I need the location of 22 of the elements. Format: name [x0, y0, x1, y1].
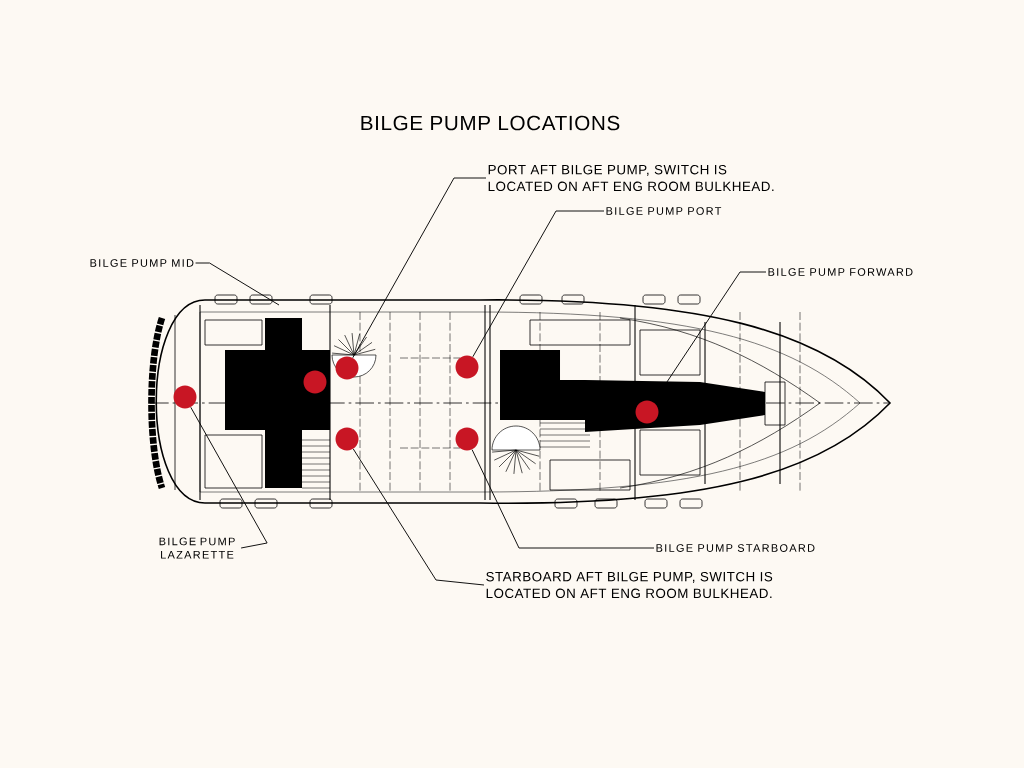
pump-marker: [455, 427, 479, 451]
title: BILGE PUMP LOCATIONS: [361, 115, 620, 131]
callout-label: BILGE PUMP STARBOARD: [656, 544, 815, 552]
callout-label: BILGE PUMP LAZARETTE: [159, 537, 235, 559]
pump-marker: [335, 427, 359, 451]
leader-line: [190, 406, 268, 549]
callout-label: STARBOARD AFT BILGE PUMP, SWITCH IS LOCATED ON AFT ENG ROOM BULKHEAD.: [486, 571, 773, 599]
pump-marker: [303, 370, 327, 394]
callout-label: BILGE PUMP MID: [90, 259, 194, 267]
pump-marker: [455, 355, 479, 379]
leader-line: [195, 262, 280, 306]
leader-line: [352, 177, 487, 359]
callout-label: BILGE PUMP FORWARD: [768, 268, 913, 276]
leader-line: [471, 449, 655, 549]
pump-marker: [335, 356, 359, 380]
pump-marker: [173, 385, 197, 409]
leader-line: [653, 271, 767, 403]
leader-line: [352, 448, 485, 586]
leader-line: [472, 210, 605, 358]
callout-label: PORT AFT BILGE PUMP, SWITCH IS LOCATED ON AFT ENG ROOM BULKHEAD.: [488, 164, 774, 192]
callout-label: BILGE PUMP PORT: [606, 207, 722, 215]
pump-marker: [635, 400, 659, 424]
